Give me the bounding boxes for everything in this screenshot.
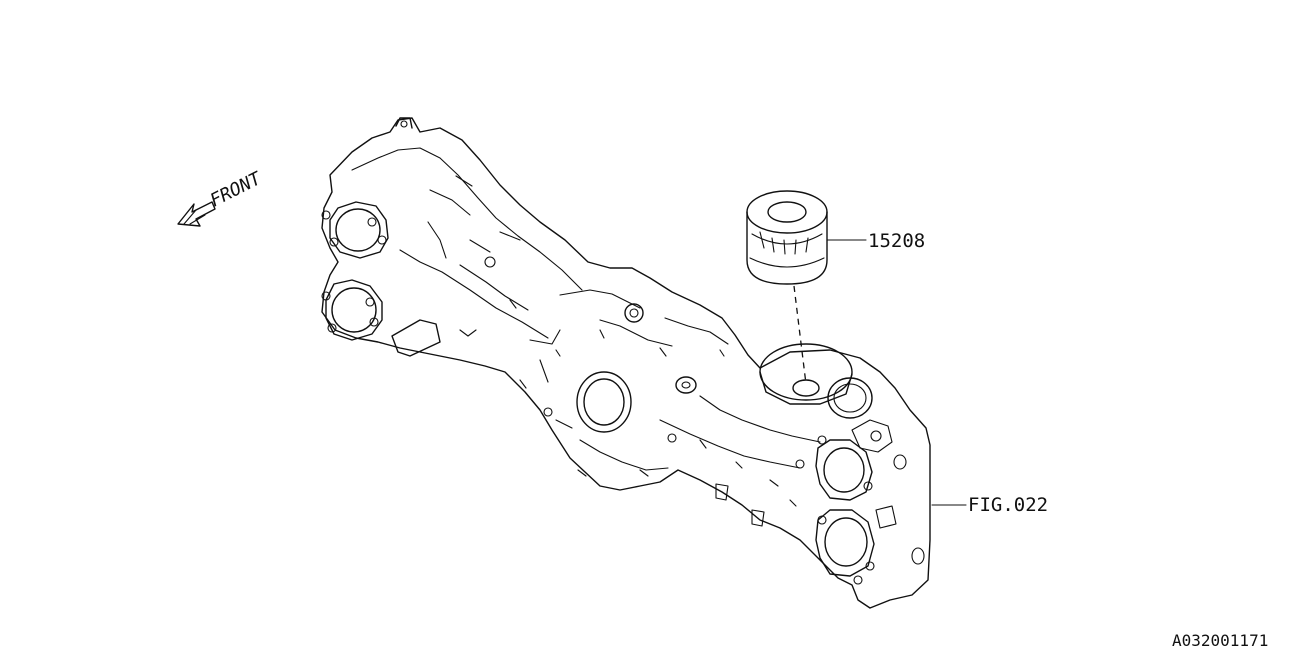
oil-filter [746,190,828,285]
install-guide-line [793,285,807,385]
drawing-code: A032001171 [1172,631,1268,650]
front-arrow-icon [177,201,216,227]
engine-block [321,117,931,609]
callout-fig022: FIG.022 [968,494,1048,516]
front-label: FRONT [207,168,266,212]
callout-15208: 15208 [868,230,925,252]
